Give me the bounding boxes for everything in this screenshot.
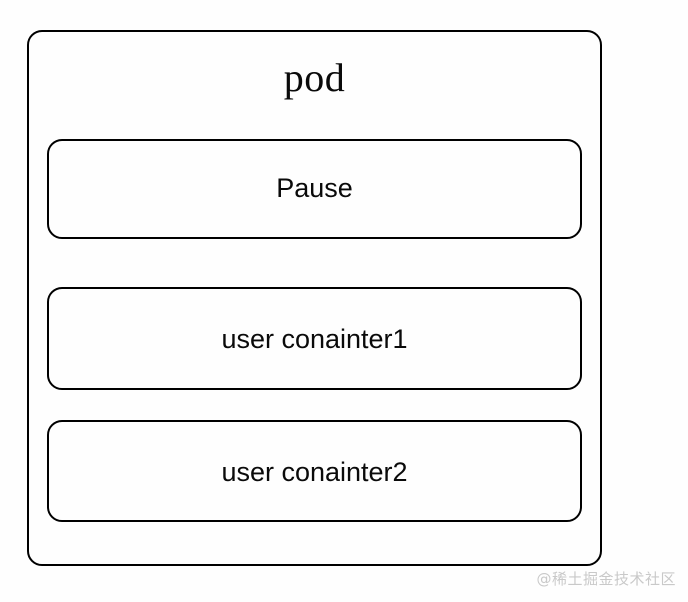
pod-container-box: pod Pause user conainter1 user conainter… <box>27 30 602 566</box>
watermark-text: @稀土掘金技术社区 <box>536 570 676 588</box>
user-container1-box: user conainter1 <box>47 287 582 390</box>
user-container2-label: user conainter2 <box>221 457 408 487</box>
pause-container-box: Pause <box>47 139 582 239</box>
pod-title: pod <box>283 55 346 100</box>
pause-container-label: Pause <box>276 173 353 203</box>
user-container1-label: user conainter1 <box>221 324 408 354</box>
user-container2-box: user conainter2 <box>47 420 582 522</box>
